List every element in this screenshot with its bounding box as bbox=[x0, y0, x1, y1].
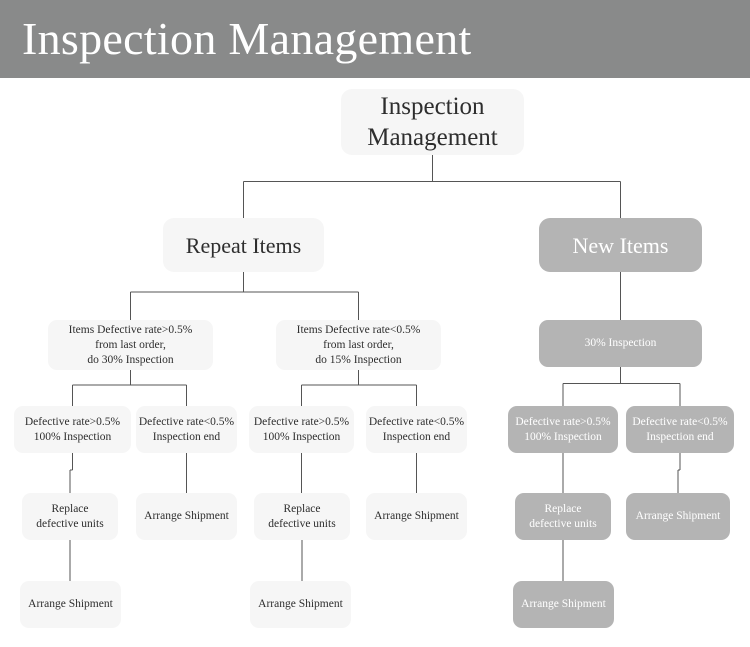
flowchart-node-b-low[interactable]: Defective rate<0.5% Inspection end bbox=[366, 406, 467, 453]
page-header-band: Inspection Management bbox=[0, 0, 750, 78]
flowchart-node-b-rep[interactable]: Replace defective units bbox=[254, 493, 350, 540]
flowchart-node-a-rep[interactable]: Replace defective units bbox=[22, 493, 118, 540]
flowchart-node-new[interactable]: New Items bbox=[539, 218, 702, 272]
flowchart-node-c-ship2[interactable]: Arrange Shipment bbox=[513, 581, 614, 628]
flowchart-node-rule30[interactable]: Items Defective rate>0.5% from last orde… bbox=[48, 320, 213, 370]
flowchart-node-a-ship1[interactable]: Arrange Shipment bbox=[136, 493, 237, 540]
flowchart-node-a-high[interactable]: Defective rate>0.5% 100% Inspection bbox=[14, 406, 131, 453]
flowchart-node-rule15[interactable]: Items Defective rate<0.5% from last orde… bbox=[276, 320, 441, 370]
flowchart-node-repeat[interactable]: Repeat Items bbox=[163, 218, 324, 272]
flowchart-node-c-ship1[interactable]: Arrange Shipment bbox=[626, 493, 730, 540]
flowchart-node-root[interactable]: Inspection Management bbox=[341, 89, 524, 155]
flowchart-node-a-ship2[interactable]: Arrange Shipment bbox=[20, 581, 121, 628]
flowchart-node-c-high[interactable]: Defective rate>0.5% 100% Inspection bbox=[508, 406, 618, 453]
flowchart-node-a-low[interactable]: Defective rate<0.5% Inspection end bbox=[136, 406, 237, 453]
flowchart-node-c-low[interactable]: Defective rate<0.5% Inspection end bbox=[626, 406, 734, 453]
flowchart-node-b-ship2[interactable]: Arrange Shipment bbox=[250, 581, 351, 628]
flowchart-node-new30[interactable]: 30% Inspection bbox=[539, 320, 702, 367]
connector-lines bbox=[69, 155, 681, 581]
page-title: Inspection Management bbox=[22, 13, 472, 64]
flowchart-node-c-rep[interactable]: Replace defective units bbox=[515, 493, 611, 540]
flowchart-node-b-high[interactable]: Defective rate>0.5% 100% Inspection bbox=[249, 406, 354, 453]
flowchart-node-b-ship1[interactable]: Arrange Shipment bbox=[366, 493, 467, 540]
